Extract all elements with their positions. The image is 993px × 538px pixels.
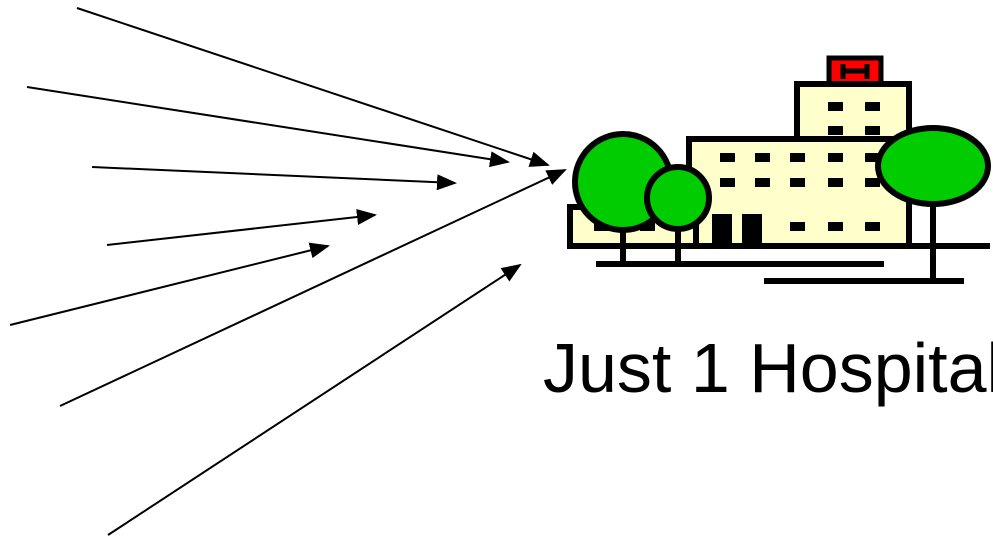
tree-icon [572, 125, 991, 281]
caption: Just 1 Hospital [543, 329, 993, 407]
arrow-1 [76, 7, 550, 167]
arrow-4 [106, 209, 377, 246]
arrow-6 [59, 169, 567, 407]
arrow-3 [91, 166, 457, 191]
arrow-5 [9, 242, 330, 326]
incoming-arrows [9, 7, 567, 536]
arrow-2 [26, 86, 510, 168]
arrow-7 [107, 263, 522, 536]
hospital-building-icon [567, 55, 990, 284]
